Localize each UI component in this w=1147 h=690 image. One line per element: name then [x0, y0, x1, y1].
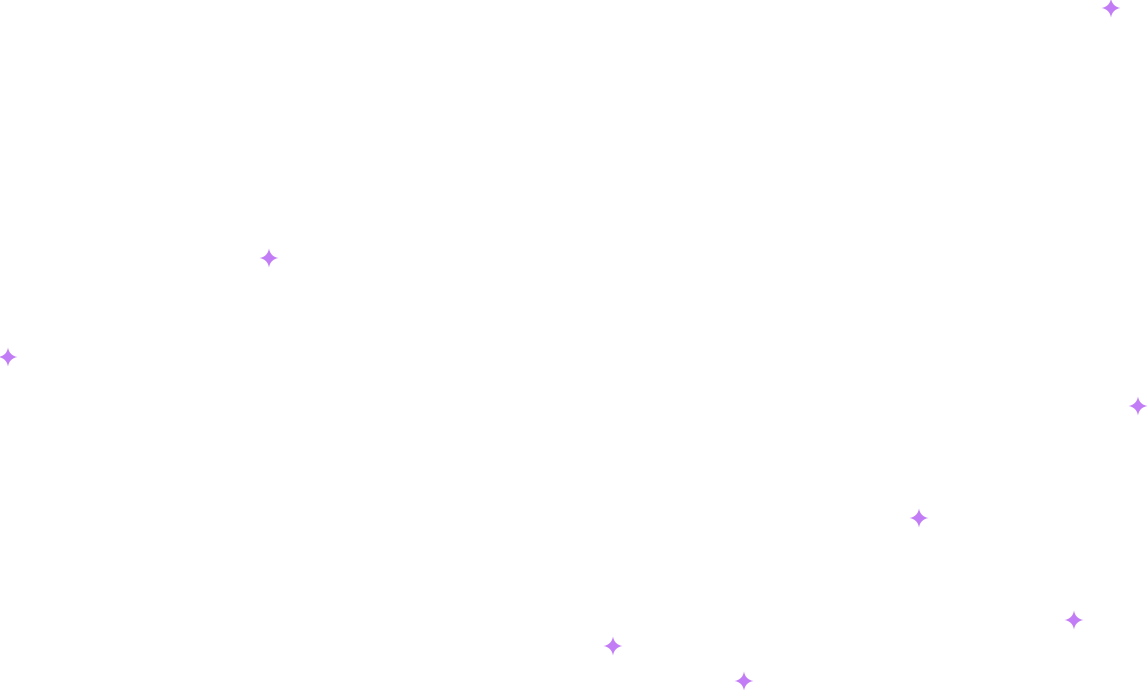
sparkle-icon [909, 508, 929, 528]
sparkle-icon [734, 671, 754, 690]
sparkle-icon [603, 636, 623, 656]
sparkle-icon [1128, 396, 1147, 416]
sparkle-icon [1101, 0, 1121, 18]
sparkle-icon [0, 347, 18, 367]
sparkle-icon [1064, 610, 1084, 630]
sparkle-icon [259, 248, 279, 268]
